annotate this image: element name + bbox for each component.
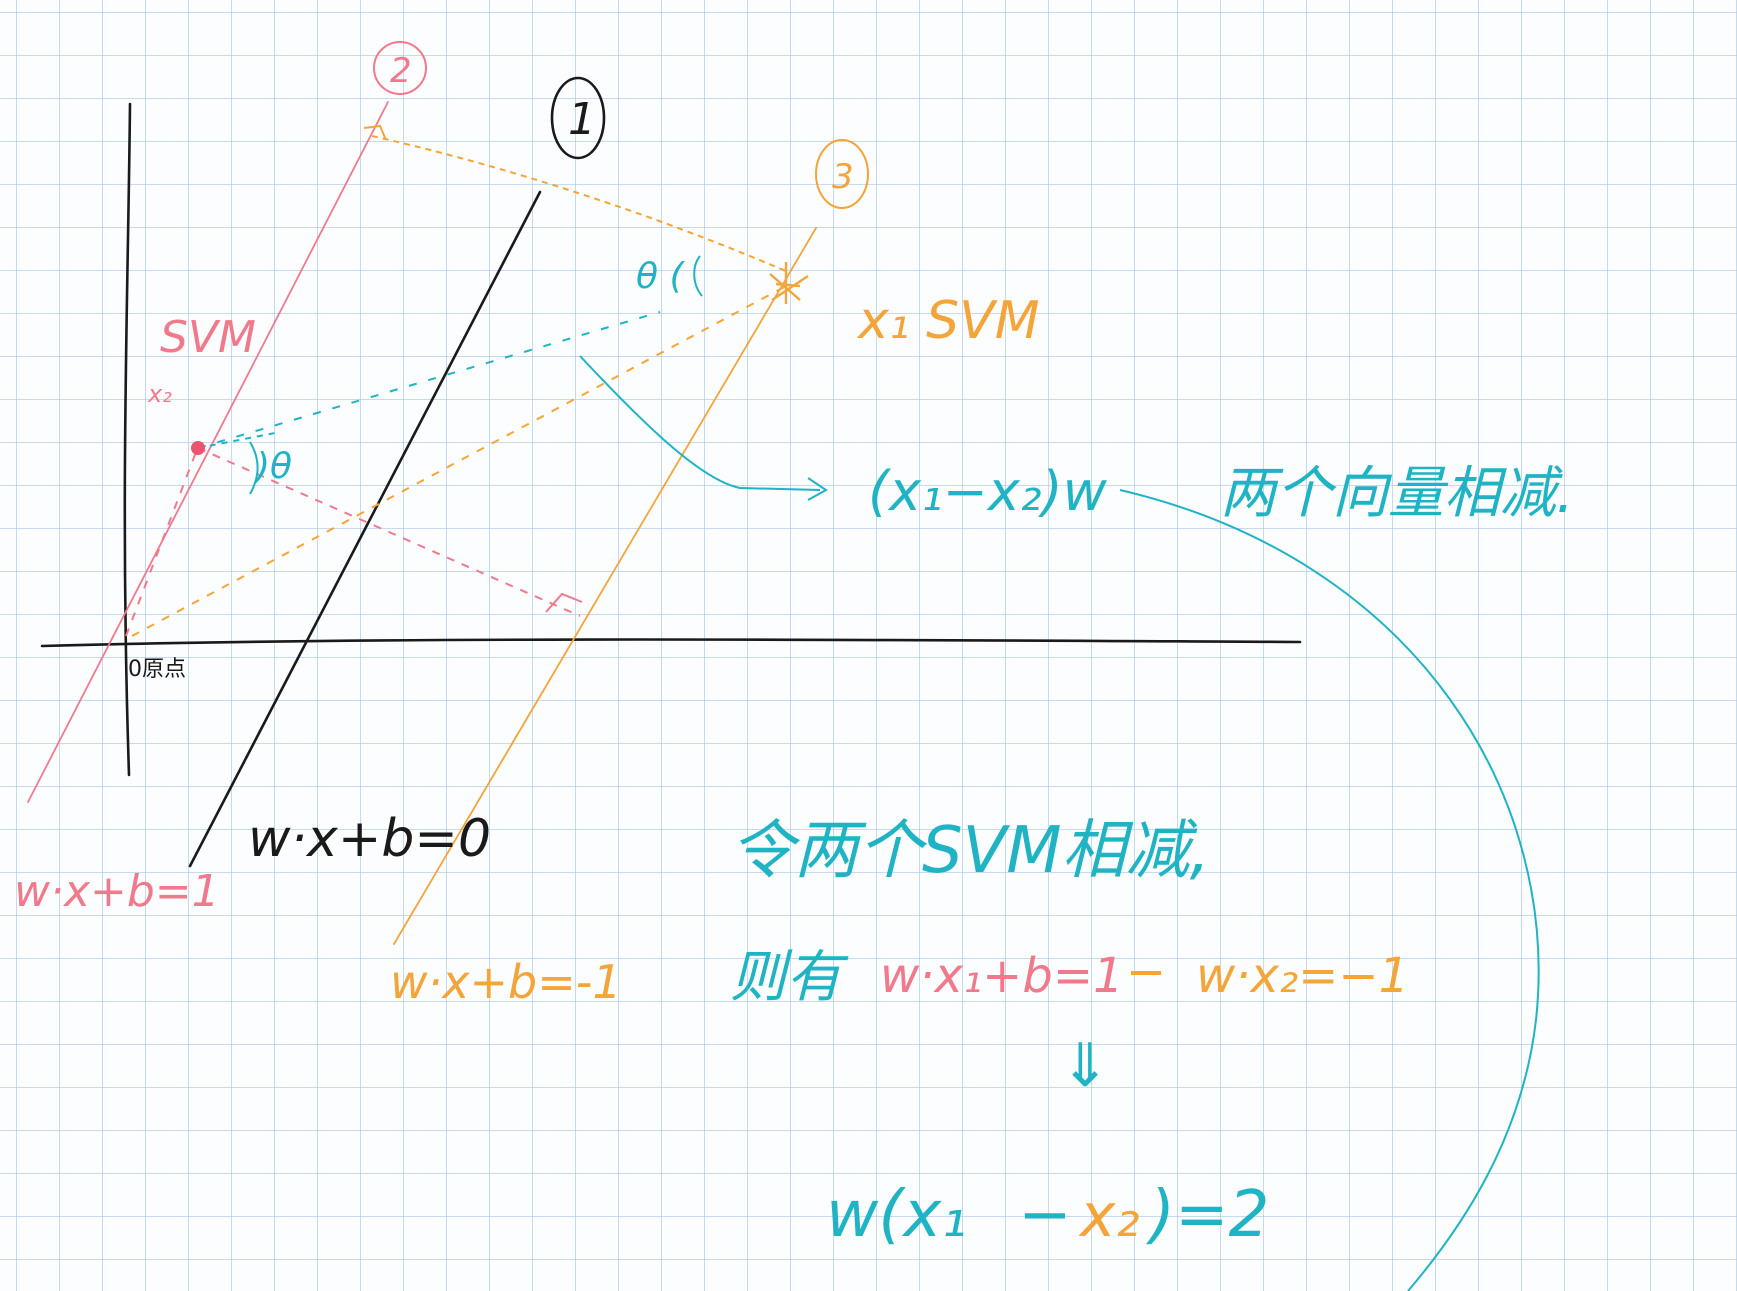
note-line-2-dash: − xyxy=(1126,944,1166,1000)
marker-2-label: 2 xyxy=(390,51,412,91)
implies-arrow: ⇓ xyxy=(1060,1031,1110,1101)
axes xyxy=(40,102,1302,777)
origin-label: 0原点 xyxy=(128,657,186,682)
equation-minus: w·x+b=-1 xyxy=(390,955,622,1009)
x1-label: x₁ SVM xyxy=(856,291,1040,351)
x2-x-label: x₂ xyxy=(147,380,172,408)
line-center xyxy=(188,190,542,868)
result-minus: − xyxy=(1018,1178,1072,1252)
pink-perp-dashed xyxy=(197,447,581,617)
x-axis xyxy=(40,638,1302,648)
marker-circle-1 xyxy=(550,76,606,160)
point-x2 xyxy=(191,441,205,455)
marker-circle-2 xyxy=(373,41,427,95)
teal-arrow-to-expr xyxy=(579,355,821,491)
marker-3-label: 3 xyxy=(832,157,854,197)
orange-perp-top xyxy=(371,135,789,273)
orange-right-angle xyxy=(363,124,387,141)
vector-note: 两个向量相减. xyxy=(1220,461,1574,526)
note-line-1: 令两个SVM相减, xyxy=(730,814,1210,888)
result-x2: x₂ xyxy=(1078,1181,1140,1251)
equation-center: w·x+b=0 xyxy=(248,809,491,869)
theta-lower-label: )θ xyxy=(253,446,292,487)
note-line-2-eq1: w·x₁+b=1 xyxy=(880,948,1124,1004)
x2-svm-label: SVM xyxy=(160,312,256,363)
note-line-2-eq2: w·x₂=−1 xyxy=(1196,948,1409,1004)
marker-circle-3 xyxy=(815,139,869,209)
teal-arrow-head xyxy=(807,477,828,501)
teal-dashed-vector xyxy=(197,311,661,449)
note-line-2-prefix: 则有 xyxy=(730,945,849,1010)
line-minus xyxy=(393,227,817,945)
y-axis xyxy=(123,102,132,777)
teal-theta-ray xyxy=(197,431,281,449)
line-plus xyxy=(27,101,389,803)
orange-dashed-origin-to-x1 xyxy=(131,284,789,637)
teal-big-arc xyxy=(1119,489,1540,1291)
theta-arc-lower xyxy=(249,441,259,495)
result-eq: )=2 xyxy=(1146,1178,1269,1252)
point-x1-star xyxy=(769,262,809,304)
marker-1-label: 1 xyxy=(568,94,596,145)
theta-arc-upper xyxy=(693,255,703,297)
result-w: w(x₁ xyxy=(826,1178,967,1252)
equation-plus: w·x+b=1 xyxy=(14,866,220,917)
vector-expression: (x₁−x₂)w xyxy=(868,460,1108,523)
theta-upper-label: θ ( xyxy=(636,256,685,297)
pink-right-angle xyxy=(545,592,583,613)
